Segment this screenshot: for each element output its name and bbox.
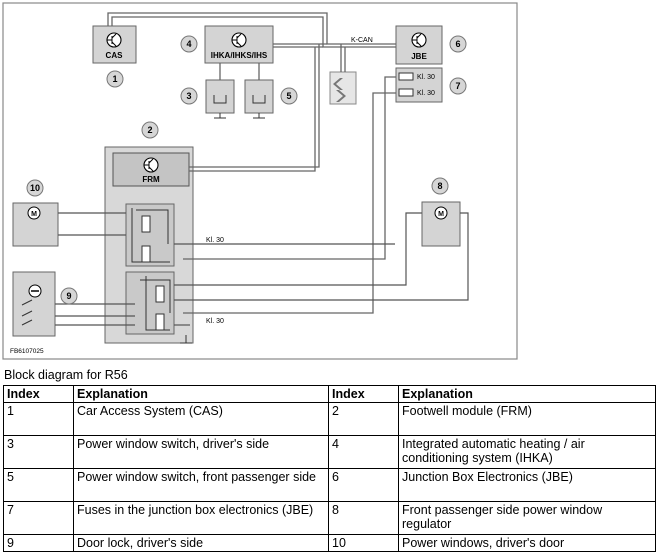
wire-label-1: Kl. 30 [206,237,224,244]
cas-label: CAS [106,51,124,60]
table-cell: Power window switch, driver's side [73,435,329,469]
table-cell: Front passenger side power window regula… [398,501,656,535]
wire-label-2: Kl. 30 [206,318,224,325]
frm-relay-block-lower [125,271,175,335]
table-row: 7 Fuses in the junction box electronics … [3,501,656,535]
table-cell: 8 [328,501,399,535]
callout-1: 1 [112,74,117,84]
callout-8: 8 [437,181,442,191]
callout-9: 9 [66,291,71,301]
jbe-label: JBE [411,52,427,61]
table-cell: Footwell module (FRM) [398,402,656,436]
door-lock-box [12,271,56,337]
callout-2: 2 [147,125,152,135]
table-cell: Junction Box Electronics (JBE) [398,468,656,502]
table-row: 3 Power window switch, driver's side 4 I… [3,435,656,469]
callout-10: 10 [30,183,40,193]
ihka-label: IHKA/IHKS/IHS [211,51,268,60]
figure-id: FB6107025 [10,348,44,355]
table-cell: Fuses in the junction box electronics (J… [73,501,329,535]
diagram-caption: Block diagram for R56 [4,368,128,382]
fuse-label-1: Kl. 30 [417,74,435,81]
transistor-leads [107,33,422,172]
kcan-bus-wires [107,12,396,172]
table-cell: 4 [328,435,399,469]
table-cell: 10 [328,534,399,552]
table-cell: 1 [3,402,74,436]
callout-4: 4 [186,39,191,49]
motor-8-symbol: M [438,211,444,218]
switch-5-box [244,79,274,114]
table-header-row: Index Explanation Index Explanation [3,385,656,403]
relay-internals [131,208,171,331]
jbe-module-box [395,25,443,65]
table-cell: Power window switch, front passenger sid… [73,468,329,502]
power-wires [183,76,396,314]
table-cell: Car Access System (CAS) [73,402,329,436]
table-cell: 6 [328,468,399,502]
table-cell: Door lock, driver's side [73,534,329,552]
motor-8-icon [434,206,448,220]
table-row: 9 Door lock, driver's side 10 Power wind… [3,534,656,552]
motor-10-icon [27,206,41,220]
table-cell: 3 [3,435,74,469]
header-explanation: Explanation [398,385,656,403]
gateway-box [329,71,357,105]
callout-6: 6 [455,39,460,49]
table-cell: Power windows, driver's door [398,534,656,552]
table-cell: 9 [3,534,74,552]
motor-10-symbol: M [31,211,37,218]
switch-contacts [21,95,266,344]
frm-label: FRM [142,175,160,184]
table-cell: 7 [3,501,74,535]
callout-5: 5 [286,91,291,101]
table-row: 5 Power window switch, front passenger s… [3,468,656,502]
fuse-2-icon [398,88,414,97]
callout-7: 7 [455,81,460,91]
actuator-wires [55,212,469,326]
fuse-1-icon [398,72,414,81]
header-index: Index [3,385,74,403]
header-explanation: Explanation [73,385,329,403]
table-cell: 5 [3,468,74,502]
fuse-label-2: Kl. 30 [417,90,435,97]
table-row: 1 Car Access System (CAS) 2 Footwell mod… [3,402,656,436]
callout-3: 3 [186,91,191,101]
kcan-label: K-CAN [351,37,373,44]
table-cell: 2 [328,402,399,436]
legend-table: Index Explanation Index Explanation 1 Ca… [3,385,656,552]
callout-circles [26,35,467,305]
header-index: Index [328,385,399,403]
block-diagram: CAS IHKA/IHKS/IHS JBE FRM M M K-CAN Kl. … [2,2,518,360]
switch-3-box [205,79,235,114]
table-cell: Integrated automatic heating / air condi… [398,435,656,469]
transistor-icons [106,32,427,173]
